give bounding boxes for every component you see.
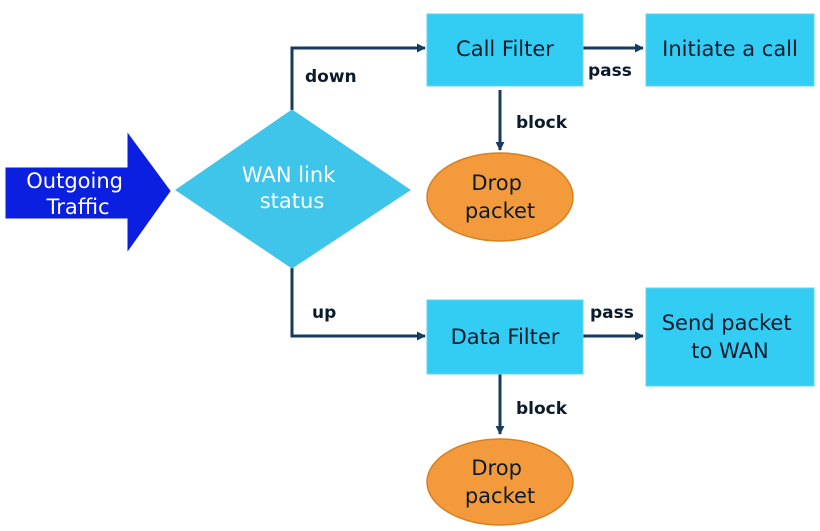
initiate-call-label: Initiate a call: [662, 37, 798, 61]
svg-text:Drop packet: Drop packet: [465, 456, 535, 508]
svg-text:Drop packet: Drop packet: [465, 171, 535, 223]
svg-text:Send packet to WAN: Send packet to WAN: [662, 311, 799, 363]
outgoing-traffic-line-1: Outgoing: [26, 169, 123, 193]
edge-label-pass-top: pass: [588, 61, 632, 81]
call-filter-label: Call Filter: [456, 37, 554, 61]
edge-label-block-top: block: [516, 113, 568, 133]
send-packet-line-2: to WAN: [691, 339, 768, 363]
drop-packet-top-line-1: Drop: [471, 171, 522, 195]
drop-packet-top-oval: Drop packet: [426, 152, 574, 242]
drop-packet-top-line-2: packet: [465, 199, 535, 223]
wan-link-status-line-2: status: [260, 189, 325, 213]
send-packet-box: Send packet to WAN: [645, 287, 815, 387]
svg-text:Outgoing Traffic: Outgoing Traffic: [26, 169, 129, 219]
edge-label-pass-bottom: pass: [590, 303, 634, 323]
data-filter-label: Data Filter: [451, 325, 560, 349]
initiate-call-box: Initiate a call: [645, 13, 815, 87]
outgoing-traffic-arrow: Outgoing Traffic: [5, 132, 171, 252]
outgoing-traffic-line-2: Traffic: [45, 195, 109, 219]
connectors: [290, 43, 644, 435]
send-packet-line-1: Send packet: [662, 311, 792, 335]
svg-text:WAN link status: WAN link status: [242, 163, 342, 213]
edge-labels: down pass block up pass block: [305, 61, 634, 419]
data-filter-box: Data Filter: [426, 299, 584, 375]
wan-link-status-line-1: WAN link: [242, 163, 336, 187]
edge-label-down: down: [305, 67, 357, 87]
drop-packet-bottom-line-2: packet: [465, 484, 535, 508]
drop-packet-bottom-oval: Drop packet: [426, 438, 574, 526]
connector-up-to-data-filter: [290, 268, 426, 341]
wan-link-status-diamond: WAN link status: [175, 109, 411, 269]
drop-packet-bottom-line-1: Drop: [471, 456, 522, 480]
edge-label-block-bottom: block: [516, 399, 568, 419]
call-filter-box: Call Filter: [426, 13, 584, 87]
edge-label-up: up: [312, 303, 336, 323]
connector-down-to-call-filter: [290, 43, 426, 110]
